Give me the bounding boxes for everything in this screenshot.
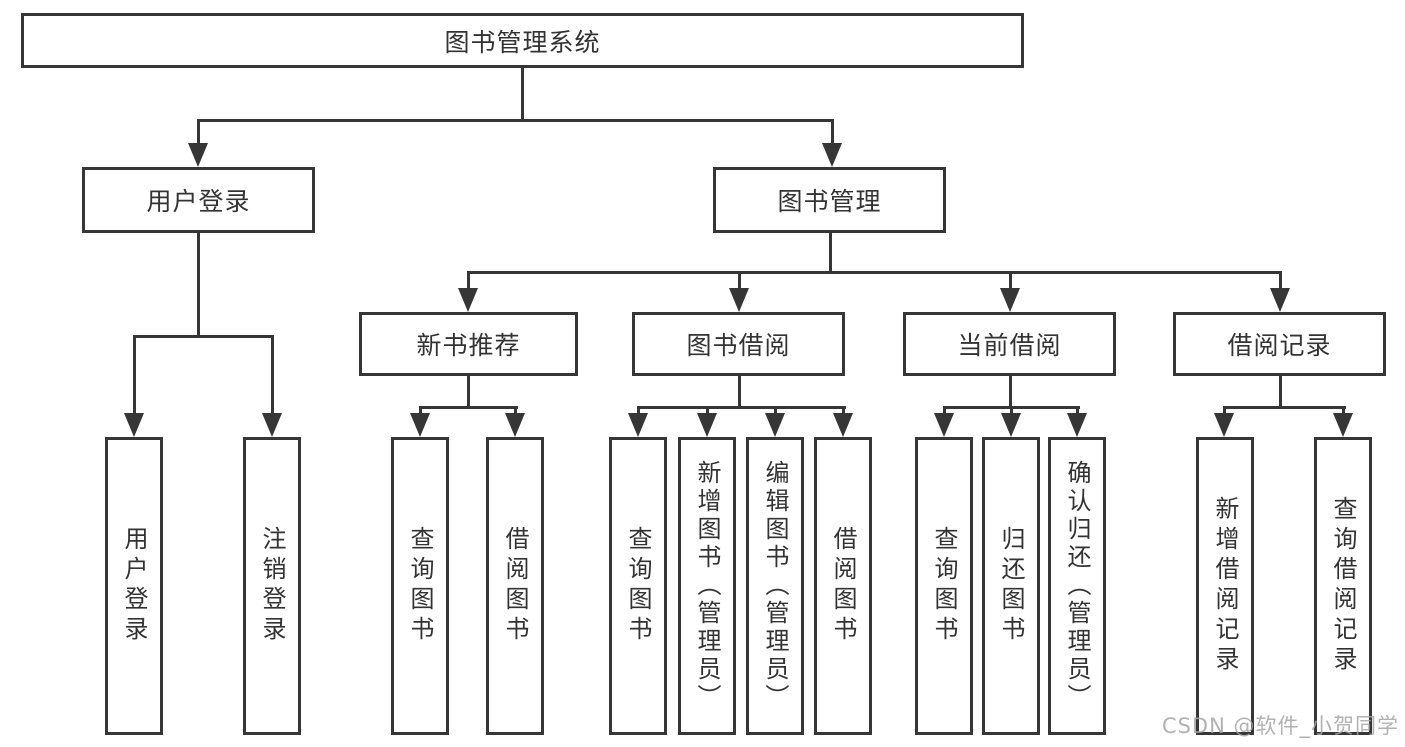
arrowhead-nb-borrow bbox=[505, 413, 525, 437]
node-current-borrow: 当前借阅 bbox=[903, 312, 1116, 376]
arrowhead-cb-query bbox=[934, 413, 954, 437]
node-leaf-br-query-label: 查询借阅记录 bbox=[1329, 496, 1357, 676]
csdn-watermark: CSDN @软件_小贺同学 bbox=[1161, 714, 1399, 738]
node-leaf-cb-confirm-label: 确认归还（管理员） bbox=[1063, 460, 1091, 712]
connector-borrowrecords-drop bbox=[1279, 271, 1282, 293]
connector-rail-newbooks bbox=[419, 406, 518, 409]
connector-br-query-drop bbox=[1342, 406, 1345, 416]
connector-bookborrow-stem bbox=[738, 374, 741, 408]
connector-logout-drop bbox=[271, 335, 274, 415]
node-current-borrow-label: 当前借阅 bbox=[957, 331, 1062, 360]
node-book-mgmt-label: 图书管理 bbox=[777, 187, 882, 216]
node-leaf-cb-return-label: 归还图书 bbox=[997, 526, 1025, 646]
connector-bookmgmt-stem bbox=[829, 231, 832, 274]
connector-br-add-drop bbox=[1223, 406, 1226, 416]
node-borrow-records: 借阅记录 bbox=[1173, 312, 1386, 376]
node-leaf-bb-add-label: 新增图书（管理员） bbox=[693, 460, 721, 712]
node-leaf-nb-borrow: 借阅图书 bbox=[486, 437, 544, 735]
arrowhead-bb-query bbox=[628, 413, 648, 437]
connector-borrowrecords-stem bbox=[1279, 374, 1282, 408]
arrowhead-borrowrecords bbox=[1270, 288, 1290, 312]
node-new-books: 新书推荐 bbox=[359, 312, 578, 376]
arrowhead-newbooks bbox=[458, 288, 478, 312]
arrowhead-br-add bbox=[1214, 413, 1234, 437]
arrowhead-cb-confirm bbox=[1067, 413, 1087, 437]
node-borrow-records-label: 借阅记录 bbox=[1227, 331, 1332, 360]
arrowhead-bookborrow bbox=[729, 288, 749, 312]
arrowhead-cb-return bbox=[1001, 413, 1021, 437]
connector-cb-query-drop bbox=[943, 406, 946, 416]
node-leaf-cb-return: 归还图书 bbox=[982, 437, 1040, 735]
connector-login-drop bbox=[133, 335, 136, 415]
node-leaf-nb-borrow-label: 借阅图书 bbox=[501, 526, 529, 646]
node-book-borrow: 图书借阅 bbox=[632, 312, 845, 376]
connector-bb-borrow-drop bbox=[842, 406, 845, 416]
node-book-mgmt: 图书管理 bbox=[713, 167, 946, 233]
arrowhead-login bbox=[124, 413, 144, 437]
connector-bb-query-drop bbox=[637, 406, 640, 416]
node-leaf-br-add: 新增借阅记录 bbox=[1196, 437, 1254, 735]
node-leaf-user-login: 用户登录 bbox=[105, 437, 163, 735]
node-leaf-logout: 注销登录 bbox=[243, 437, 301, 735]
connector-bookborrow-drop bbox=[738, 271, 741, 293]
arrowhead-bookmgmt bbox=[822, 143, 842, 167]
connector-currentborrow-stem bbox=[1009, 374, 1012, 408]
arrowhead-bb-add bbox=[697, 413, 717, 437]
connector-newbooks-drop bbox=[467, 271, 470, 293]
connector-cb-confirm-drop bbox=[1076, 406, 1079, 416]
connector-bookmgmt-drop bbox=[831, 119, 834, 149]
connector-root-stem bbox=[521, 66, 524, 122]
connector-bb-add-drop bbox=[706, 406, 709, 416]
arrowhead-br-query bbox=[1333, 413, 1353, 437]
arrowhead-nb-query bbox=[410, 413, 430, 437]
node-leaf-bb-borrow-label: 借阅图书 bbox=[829, 526, 857, 646]
node-root-label: 图书管理系统 bbox=[444, 27, 601, 57]
arrowhead-bb-edit bbox=[765, 413, 785, 437]
connector-newbooks-stem bbox=[467, 374, 470, 408]
node-leaf-nb-query: 查询图书 bbox=[391, 437, 449, 735]
connector-userlogin-drop bbox=[197, 119, 200, 149]
node-leaf-br-add-label: 新增借阅记录 bbox=[1211, 496, 1239, 676]
node-user-login-label: 用户登录 bbox=[146, 187, 251, 216]
node-leaf-bb-borrow: 借阅图书 bbox=[814, 437, 872, 735]
connector-cb-return-drop bbox=[1010, 406, 1013, 416]
connector-rail-borrowrecords bbox=[1223, 406, 1346, 409]
connector-bb-edit-drop bbox=[774, 406, 777, 416]
node-user-login: 用户登录 bbox=[82, 167, 315, 233]
node-leaf-bb-query-label: 查询图书 bbox=[624, 526, 652, 646]
node-leaf-cb-query-label: 查询图书 bbox=[930, 526, 958, 646]
connector-currentborrow-drop bbox=[1009, 271, 1012, 293]
arrowhead-bb-borrow bbox=[833, 413, 853, 437]
node-leaf-bb-edit-label: 编辑图书（管理员） bbox=[761, 460, 789, 712]
node-root: 图书管理系统 bbox=[21, 13, 1024, 68]
connector-nb-query-drop bbox=[419, 406, 422, 416]
node-leaf-bb-query: 查询图书 bbox=[609, 437, 667, 735]
connector-rail-level3 bbox=[467, 271, 1282, 274]
connector-userlogin-stem bbox=[197, 231, 200, 337]
arrowhead-logout bbox=[262, 413, 282, 437]
connector-rail-userlogin bbox=[133, 335, 274, 338]
node-leaf-bb-edit: 编辑图书（管理员） bbox=[746, 437, 804, 735]
node-book-borrow-label: 图书借阅 bbox=[686, 331, 791, 360]
arrowhead-userlogin bbox=[188, 143, 208, 167]
node-leaf-user-login-label: 用户登录 bbox=[120, 526, 148, 646]
connector-rail-level2 bbox=[197, 119, 834, 122]
node-leaf-br-query: 查询借阅记录 bbox=[1314, 437, 1372, 735]
connector-nb-borrow-drop bbox=[514, 406, 517, 416]
node-leaf-logout-label: 注销登录 bbox=[258, 526, 286, 646]
arrowhead-currentborrow bbox=[1000, 288, 1020, 312]
node-leaf-nb-query-label: 查询图书 bbox=[406, 526, 434, 646]
node-new-books-label: 新书推荐 bbox=[416, 331, 521, 360]
node-leaf-bb-add: 新增图书（管理员） bbox=[678, 437, 736, 735]
connector-rail-bookborrow bbox=[637, 406, 846, 409]
node-leaf-cb-query: 查询图书 bbox=[915, 437, 973, 735]
node-leaf-cb-confirm: 确认归还（管理员） bbox=[1048, 437, 1106, 735]
